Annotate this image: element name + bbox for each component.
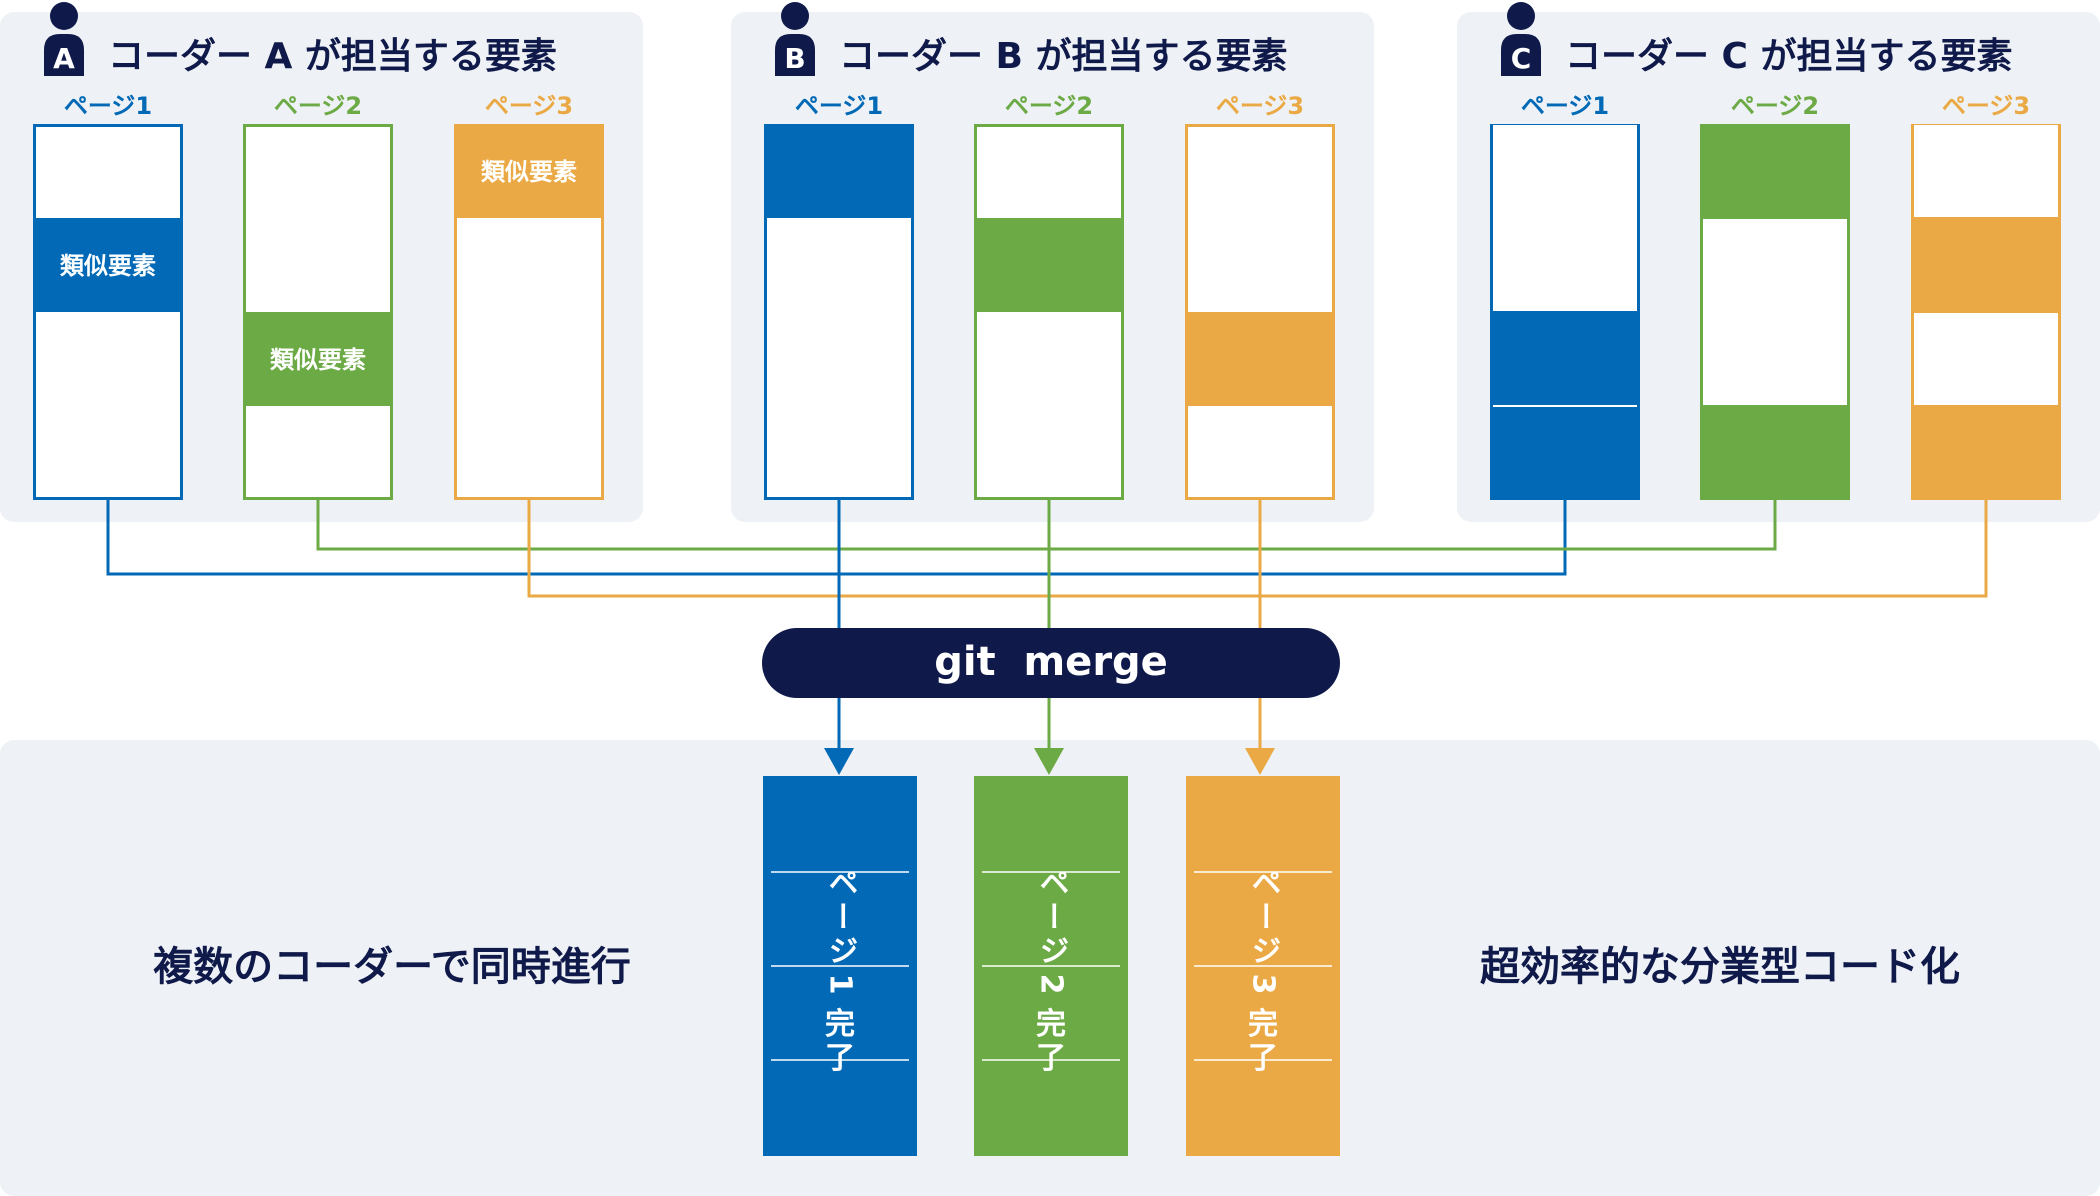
- page-label: ページ2: [1005, 92, 1093, 120]
- result-done-char: 了: [1248, 1041, 1278, 1076]
- coder-badge-letter: A: [53, 42, 75, 75]
- connector-orange: [527, 500, 1988, 598]
- right-caption: 超効率的な分業型コード化: [1480, 944, 1960, 990]
- blank-band: [1914, 125, 2058, 217]
- result-done-label: 完了: [1036, 1007, 1066, 1076]
- result-page-char: ー: [1246, 901, 1281, 931]
- element-band: [1185, 312, 1335, 406]
- result-done-char: 完: [1248, 1007, 1278, 1042]
- coder-title: コーダー A が担当する要素: [108, 36, 557, 77]
- element-band: [764, 124, 914, 218]
- band-label: 類似要素: [270, 346, 366, 374]
- element-band: [454, 124, 604, 218]
- result-page-char: 3: [1246, 974, 1281, 995]
- blank-band: [1493, 125, 1637, 311]
- result-page-label: ページ 3: [1246, 867, 1281, 994]
- person-body: [44, 34, 84, 76]
- result-done-char: 完: [1036, 1007, 1066, 1042]
- result-page-char: ペ: [1034, 867, 1069, 897]
- page-label: ページ3: [1216, 92, 1304, 120]
- page-label: ページ2: [274, 92, 362, 120]
- person-body: [1501, 34, 1541, 76]
- result-page-char: ー: [823, 901, 858, 931]
- person-head: [1507, 2, 1535, 30]
- page-label: ページ1: [795, 92, 883, 120]
- result-page-char: ジ: [823, 935, 858, 965]
- result-done-char: 完: [825, 1007, 855, 1042]
- connector-blue: [106, 500, 1567, 576]
- page-label: ページ2: [1731, 92, 1819, 120]
- result-done-char: 了: [1036, 1041, 1066, 1076]
- person-icon: B: [775, 2, 815, 76]
- result-done-char: 了: [825, 1041, 855, 1076]
- coder-title: コーダー C が担当する要素: [1565, 36, 2013, 77]
- page-label: ページ3: [1942, 92, 2030, 120]
- element-band: [974, 218, 1124, 312]
- coder-title: コーダー B が担当する要素: [839, 36, 1288, 77]
- blank-band: [1703, 219, 1847, 405]
- person-icon: A: [44, 2, 84, 76]
- connector-green: [316, 500, 1777, 551]
- result-done-label: 完了: [825, 1007, 855, 1076]
- blank-band: [1914, 313, 2058, 405]
- page-label: ページ3: [485, 92, 573, 120]
- element-band: [243, 312, 393, 406]
- element-band: [33, 218, 183, 312]
- coder-badge-letter: B: [784, 42, 805, 75]
- coder-badge-letter: C: [1511, 42, 1532, 75]
- result-page-char: 2: [1034, 974, 1069, 995]
- page-label: ページ1: [1521, 92, 1609, 120]
- result-page-label: ページ 1: [823, 867, 858, 994]
- person-body: [775, 34, 815, 76]
- band-label: 類似要素: [60, 252, 156, 280]
- left-caption: 複数のコーダーで同時進行: [153, 944, 631, 990]
- person-icon: C: [1501, 2, 1541, 76]
- person-head: [781, 2, 809, 30]
- person-head: [50, 2, 78, 30]
- page-label: ページ1: [64, 92, 152, 120]
- result-page-char: ペ: [823, 867, 858, 897]
- result-page-char: 1: [823, 974, 858, 995]
- git-merge-pill: [762, 628, 1340, 698]
- result-page-char: ペ: [1246, 867, 1281, 897]
- result-page-char: ジ: [1246, 935, 1281, 965]
- result-page-label: ページ 2: [1034, 867, 1069, 994]
- band-label: 類似要素: [481, 158, 577, 186]
- result-done-label: 完了: [1248, 1007, 1278, 1076]
- result-page-char: ー: [1034, 901, 1069, 931]
- result-page-char: ジ: [1034, 935, 1069, 965]
- git-merge-label: git merge: [934, 639, 1168, 685]
